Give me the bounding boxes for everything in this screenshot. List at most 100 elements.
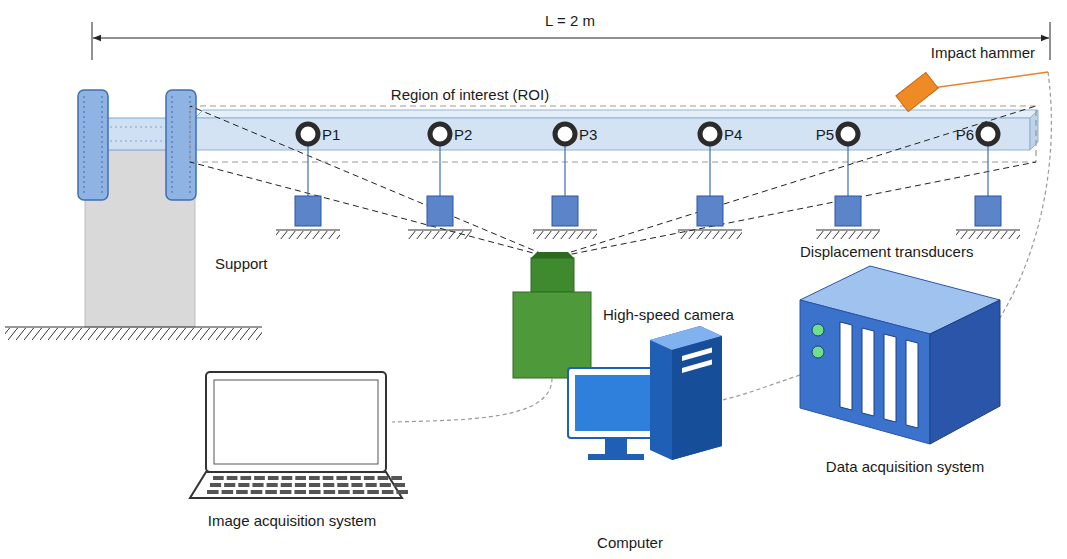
key [265,490,277,494]
key [294,490,306,494]
key [382,490,394,494]
clamp-block [78,90,108,200]
clamp-line [100,141,175,142]
key [364,476,375,480]
key [295,476,306,480]
key [207,490,219,494]
probe-rod [307,146,308,196]
beam [195,110,1038,150]
ground-hatch [276,231,340,239]
transducer [835,196,861,226]
key [309,490,321,494]
key [353,490,365,494]
key [351,483,362,487]
key [367,490,379,494]
key [251,490,263,494]
impact-hammer [896,72,1048,112]
roi-label: Region of interest (ROI) [391,86,549,104]
key [252,483,263,487]
ground-line [678,229,742,230]
key [324,490,336,494]
key [396,490,408,494]
ground-line [816,229,880,230]
key [213,476,224,480]
probe-rod [564,146,565,196]
daq-box [800,266,1000,444]
key [222,490,234,494]
daq-cable [722,375,800,400]
key [380,483,391,487]
probe-rod [439,146,440,196]
probe-rod [987,146,988,196]
device-label: Data acquisition system [826,458,984,476]
transducer [552,196,578,226]
key [227,476,238,480]
key [309,483,320,487]
ground-line [276,229,340,230]
target-marker [555,124,575,144]
point-label: P2 [454,126,472,144]
target-marker [838,124,858,144]
key [336,476,347,480]
point-label: P3 [579,126,597,144]
target-marker [430,124,450,144]
key [350,476,361,480]
dimension-label: L = 2 m [545,12,595,30]
laptop [190,372,408,498]
part-label: Support [215,255,268,273]
ground-line [956,229,1020,230]
target-marker [978,124,998,144]
ground-line [533,229,597,230]
key [295,483,306,487]
camera-view-lines [190,106,1036,258]
transducer [975,196,1001,226]
key [224,483,235,487]
transducer [697,196,723,226]
roi-frame [190,106,1036,162]
key [236,490,248,494]
key [378,476,389,480]
hammer-cable [992,72,1051,330]
ground-hatch [408,231,472,239]
key [282,476,293,480]
device-label: High-speed camera [603,306,734,324]
clamp-line [100,127,175,128]
key [281,483,292,487]
sensor-group [276,124,1020,239]
transducer [295,196,321,226]
device-label: Impact hammer [931,44,1035,62]
key [309,476,320,480]
key [267,483,278,487]
probe-rod [709,146,710,196]
device-label: Image acquisition system [208,512,376,530]
ground-hatch [816,231,880,239]
key [394,483,405,487]
ground-hatch [956,231,1020,239]
ground-line [408,229,472,230]
transducer [427,196,453,226]
point-label: P6 [956,126,974,144]
support [5,150,262,340]
point-label: P4 [724,126,742,144]
device-label: Computer [597,534,663,552]
key [338,490,350,494]
key [337,483,348,487]
high-speed-camera [513,252,591,378]
key [268,476,279,480]
clamp-bridge [100,118,175,150]
ground-hatch [533,231,597,239]
camera-cable [392,378,552,422]
key [254,476,265,480]
key [391,476,402,480]
key [210,483,221,487]
key [240,476,251,480]
ground-hatch [678,231,742,239]
point-label: P1 [322,126,340,144]
key [238,483,249,487]
point-label: P5 [816,126,834,144]
target-marker [298,124,318,144]
part-label: Displacement transducers [800,243,973,261]
target-marker [700,124,720,144]
